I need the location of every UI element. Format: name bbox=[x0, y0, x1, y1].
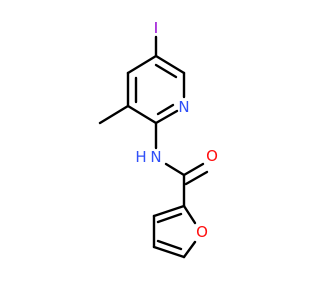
structure-svg: I N N H O O bbox=[98, 19, 218, 259]
bond-nh-carbonyl bbox=[164, 162, 186, 177]
bond-f2-f3-inner bbox=[156, 212, 183, 224]
bond-c2-n1 bbox=[154, 109, 179, 125]
bond-f2-f3 bbox=[152, 204, 186, 218]
atom-amide-nitrogen: N bbox=[150, 148, 161, 166]
furan-ring bbox=[152, 204, 197, 259]
atom-furan-oxygen: O bbox=[196, 223, 208, 241]
atom-iodine: I bbox=[154, 19, 158, 37]
bond-f4-f5 bbox=[152, 245, 186, 259]
bond-c6-c5-inner bbox=[154, 63, 178, 79]
pyridine-ring bbox=[126, 54, 186, 125]
bond-c3-methyl bbox=[98, 104, 130, 125]
atom-pyridine-nitrogen: N bbox=[178, 98, 189, 116]
molecule-diagram: I N N H O O bbox=[98, 19, 218, 259]
bond-carbonyl-oxygen bbox=[182, 162, 205, 177]
bond-c5-c4 bbox=[126, 54, 158, 75]
bond-c6-c5 bbox=[154, 54, 186, 75]
bond-f5-o bbox=[182, 240, 197, 259]
bond-f4-f5-inner bbox=[156, 239, 183, 251]
bond-c2-n1-inner bbox=[156, 103, 175, 116]
bond-o-f2 bbox=[182, 204, 197, 225]
atom-amide-hydrogen: H bbox=[135, 148, 146, 166]
atom-carbonyl-oxygen: O bbox=[206, 147, 218, 165]
bond-carbonyl-oxygen-double bbox=[184, 170, 209, 186]
bond-c3-c2 bbox=[126, 104, 158, 125]
